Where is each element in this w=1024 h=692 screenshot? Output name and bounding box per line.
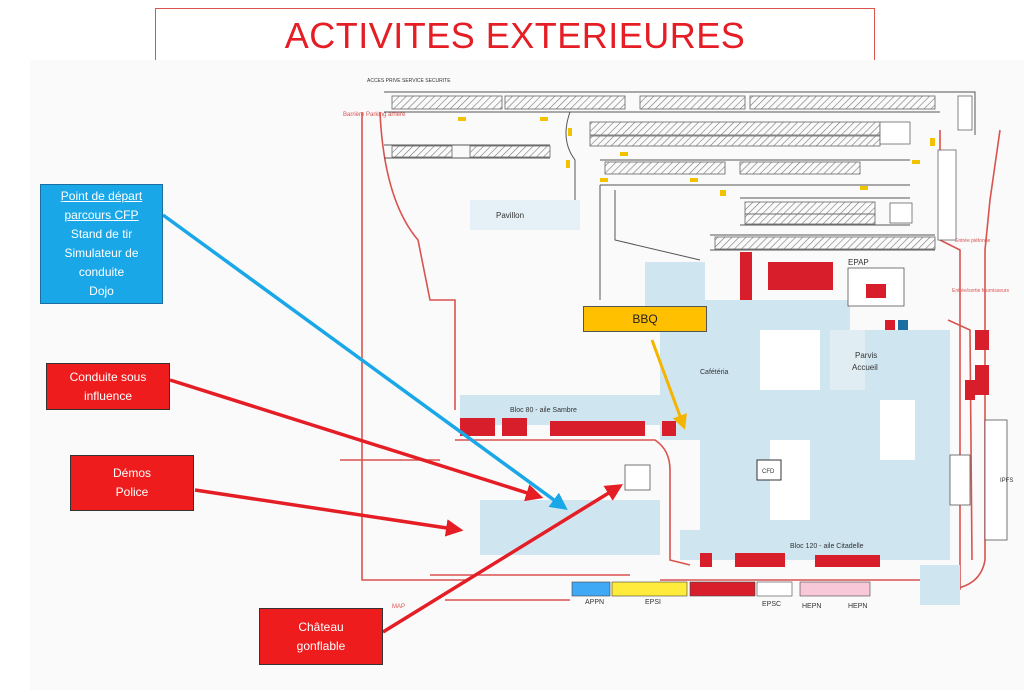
label-hepn-1: HEPN xyxy=(802,603,821,610)
epap-building xyxy=(847,267,905,307)
wheelchair-icon xyxy=(898,320,908,330)
callout-demos-line2: Police xyxy=(115,485,149,499)
arrow-chateau xyxy=(382,484,623,634)
parking-rows xyxy=(391,95,973,250)
label-epap: EPAP xyxy=(848,258,869,267)
callout-demos-line1: Démos xyxy=(112,466,151,480)
callout-bbq: BBQ xyxy=(583,306,707,332)
label-appn: APPN xyxy=(585,599,604,606)
label-pavillon: Pavillon xyxy=(496,211,524,220)
cfd-block xyxy=(756,459,782,481)
ifps-building xyxy=(949,419,1008,541)
callout-start-line5: conduite xyxy=(78,265,125,279)
bottom-strip xyxy=(571,581,871,597)
callout-start-line1: Point de départ xyxy=(60,189,143,203)
label-map: MAP xyxy=(392,604,405,610)
label-epsi: EPSI xyxy=(645,599,661,606)
traffic-arrows xyxy=(458,117,935,196)
label-parvis: Parvis xyxy=(855,351,877,360)
parking-outline xyxy=(384,91,976,300)
callout-start-line2: parcours CFP xyxy=(64,208,139,222)
label-cfd: CFD xyxy=(762,469,775,475)
callout-chateau-line2: gonflable xyxy=(296,638,346,653)
label-hepn-2: HEPN xyxy=(848,603,867,610)
label-barriere: Barrière Parking arrière xyxy=(343,112,406,118)
label-bloc120: Bloc 120 - aile Citadelle xyxy=(790,543,864,550)
buildings xyxy=(460,262,960,605)
callout-influence-line1: Conduite sous xyxy=(69,369,147,384)
label-entree-pietonne: Entrée piétonne xyxy=(955,238,991,244)
callout-start-line3: Stand de tir xyxy=(70,227,133,241)
callout-chateau-line1: Château xyxy=(298,619,344,634)
pavillon-zone xyxy=(470,200,580,230)
arrow-bbq xyxy=(650,339,687,430)
arrow-start-point xyxy=(161,213,568,511)
label-cafeteria: Cafétéria xyxy=(700,369,729,376)
accessibility-icons xyxy=(885,320,908,330)
label-acces: ACCES PRIVE SERVICE SECURITE xyxy=(367,78,451,84)
callout-start-line6: Dojo xyxy=(89,284,114,298)
label-accueil: Accueil xyxy=(852,363,878,372)
label-ifps: IPFS xyxy=(1000,478,1013,484)
callout-bbq-line1: BBQ xyxy=(632,311,658,326)
callout-influence-line2: influence xyxy=(83,388,133,403)
label-bloc80: Bloc 80 - aile Sambre xyxy=(510,407,577,414)
label-entree-sortie: Entrée/sortie fournisseurs xyxy=(952,288,1009,294)
callout-start-point: Point de départ parcours CFP Stand de ti… xyxy=(40,184,163,304)
arrow-demos xyxy=(194,488,464,537)
callout-demos: Démos Police xyxy=(70,455,194,511)
wheelchair-icon xyxy=(885,320,895,330)
red-blocks xyxy=(460,252,989,567)
callout-influence: Conduite sous influence xyxy=(46,363,170,410)
callout-chateau: Château gonflable xyxy=(259,608,383,665)
label-epsc: EPSC xyxy=(762,601,781,608)
arrow-influence xyxy=(169,378,544,502)
map-labels: ACCES PRIVE SERVICE SECURITE Barrière Pa… xyxy=(343,78,1013,610)
callout-start-line4: Simulateur de xyxy=(64,246,139,260)
